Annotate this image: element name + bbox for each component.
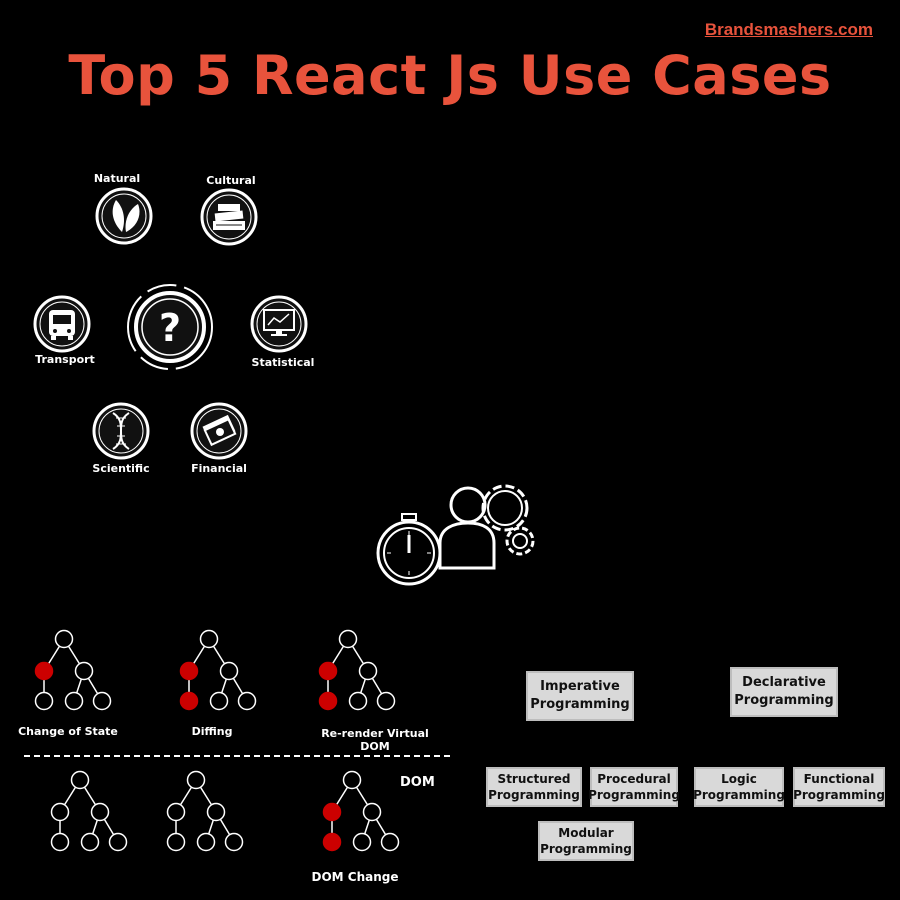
tree-node <box>74 661 94 681</box>
box-functional-programming: Functional Programming <box>793 767 885 807</box>
tree-node-changed <box>318 691 338 711</box>
person-icon <box>438 486 496 570</box>
tree-node-changed <box>34 661 54 681</box>
tree-node <box>64 691 84 711</box>
tree-node <box>358 661 378 681</box>
tree-node <box>166 832 186 852</box>
tree-node <box>196 832 216 852</box>
tree-rerender-virtual-dom <box>318 629 396 711</box>
tree-node <box>92 691 112 711</box>
tree-node-changed <box>179 691 199 711</box>
label-financial: Financial <box>191 462 247 475</box>
tree-dom-change <box>322 770 400 852</box>
label-diffing: Diffing <box>191 725 233 738</box>
tree-node-changed <box>318 661 338 681</box>
label-change-of-state: Change of State <box>18 725 118 738</box>
label-statistical: Statistical <box>251 356 315 369</box>
label-natural: Natural <box>93 172 141 185</box>
tree-node <box>362 802 382 822</box>
tree-node <box>342 770 362 790</box>
tree-node <box>54 629 74 649</box>
page-title: Top 5 React Js Use Cases <box>68 44 832 107</box>
box-imperative-programming: Imperative Programming <box>526 671 634 721</box>
tree-node <box>206 802 226 822</box>
tree-node <box>80 832 100 852</box>
tree-node-changed <box>322 802 342 822</box>
tree-node <box>186 770 206 790</box>
dna-icon <box>92 402 150 460</box>
tree-node-changed <box>322 832 342 852</box>
tree-dom-1 <box>50 770 128 852</box>
question-icon: ? <box>127 284 213 370</box>
label-scientific: Scientific <box>92 462 150 475</box>
tree-change-of-state <box>34 629 112 711</box>
label-cultural: Cultural <box>206 174 256 187</box>
tree-node <box>34 691 54 711</box>
tree-node-changed <box>179 661 199 681</box>
tree-node <box>90 802 110 822</box>
bus-icon <box>33 295 91 353</box>
tree-node <box>219 661 239 681</box>
box-modular-programming: Modular Programming <box>538 821 634 861</box>
tree-node <box>50 832 70 852</box>
tree-node <box>352 832 372 852</box>
tree-node <box>338 629 358 649</box>
tree-node <box>199 629 219 649</box>
label-transport: Transport <box>35 353 95 366</box>
leaf-icon <box>95 187 153 245</box>
label-rerender-virtual-dom: Re-render Virtual DOM <box>321 727 429 753</box>
box-structured-programming: Structured Programming <box>486 767 582 807</box>
tree-diffing <box>179 629 257 711</box>
label-dom: DOM <box>400 775 435 790</box>
tree-node <box>237 691 257 711</box>
divider-dashed <box>24 755 450 757</box>
tree-node <box>376 691 396 711</box>
site-link[interactable]: Brandsmashers.com <box>704 20 873 39</box>
tree-dom-2 <box>166 770 244 852</box>
box-procedural-programming: Procedural Programming <box>588 767 680 807</box>
vdom-trees <box>34 629 400 852</box>
tree-node <box>348 691 368 711</box>
tree-node <box>380 832 400 852</box>
box-logic-programming: Logic Programming <box>693 767 785 807</box>
tree-node <box>70 770 90 790</box>
tree-node <box>166 802 186 822</box>
gears-icon <box>481 484 535 556</box>
stopwatch-icon <box>376 513 442 586</box>
monitor-chart-icon <box>250 295 308 353</box>
label-dom-change: DOM Change <box>311 870 399 884</box>
svg-text:?: ? <box>159 306 181 350</box>
box-declarative-programming: Declarative Programming <box>730 667 838 717</box>
tree-node <box>108 832 128 852</box>
tree-node <box>224 832 244 852</box>
books-icon <box>200 188 258 246</box>
tree-node <box>209 691 229 711</box>
tree-node <box>50 802 70 822</box>
money-icon <box>190 402 248 460</box>
